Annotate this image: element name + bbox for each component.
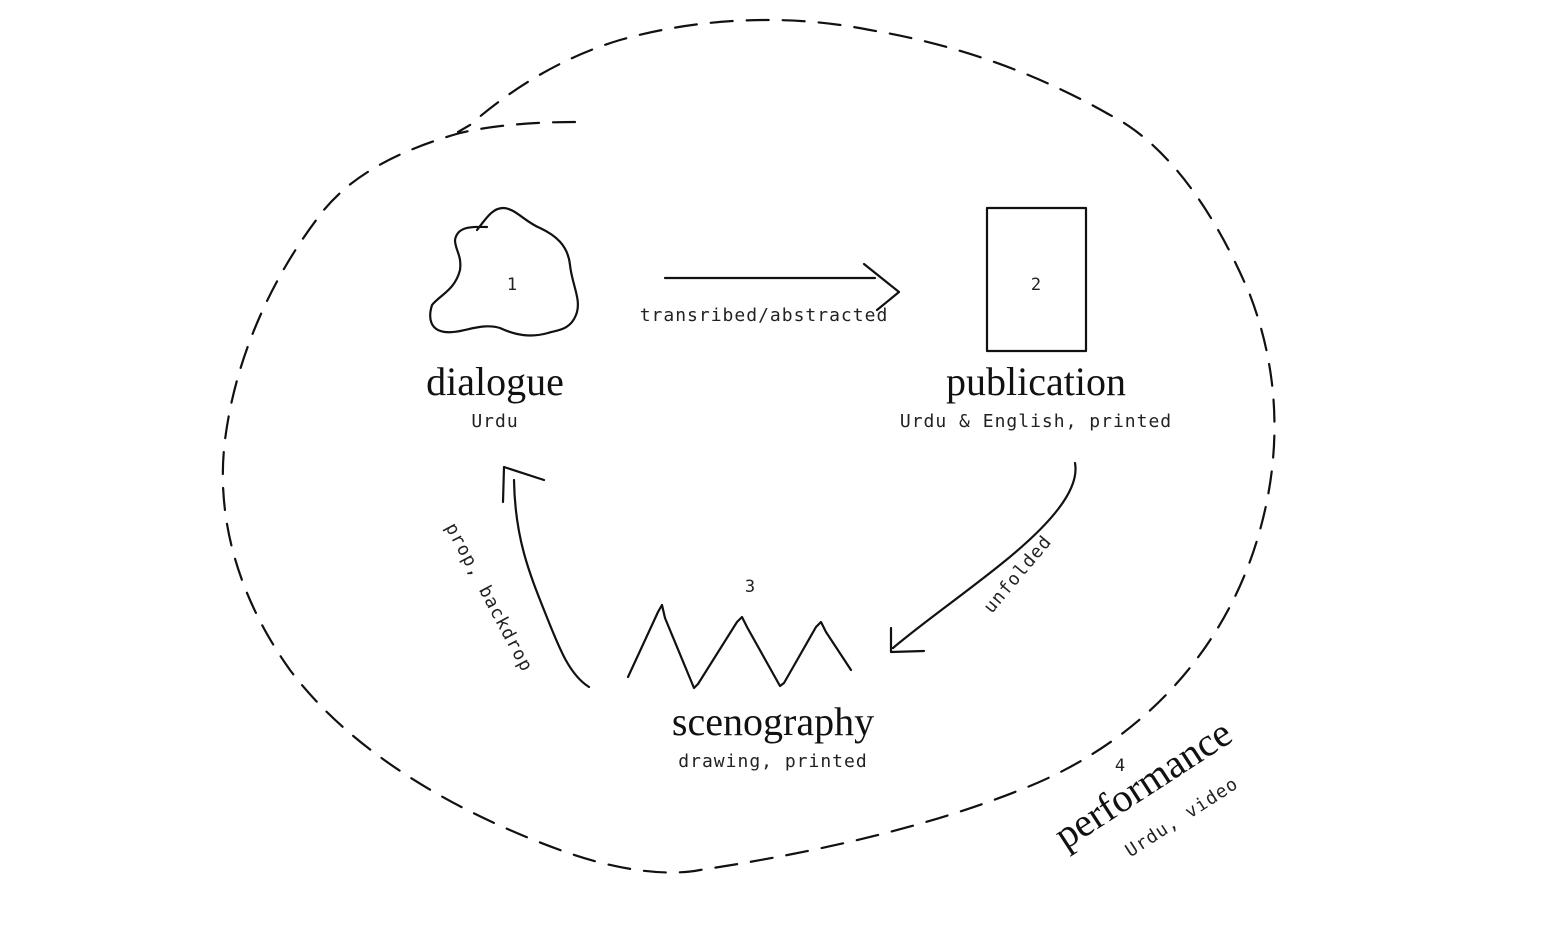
edge-label-scenography-to-dialogue: prop, backdrop bbox=[441, 519, 537, 675]
scenography-subtitle: drawing, printed bbox=[678, 751, 867, 772]
dialogue-blob-shape bbox=[429, 206, 579, 337]
dialogue-number: 1 bbox=[507, 275, 517, 295]
performance-number: 4 bbox=[1115, 756, 1125, 776]
publication-title: publication bbox=[946, 359, 1126, 404]
arrow-publication-to-scenography bbox=[889, 461, 1077, 654]
edge-label-dialogue-to-publication: transribed/abstracted bbox=[640, 305, 889, 326]
performance-boundary-loop bbox=[221, 18, 1276, 874]
scenography-zigzag-shape bbox=[626, 603, 853, 690]
publication-subtitle: Urdu & English, printed bbox=[900, 411, 1172, 432]
scenography-number: 3 bbox=[745, 577, 755, 597]
publication-page-shape bbox=[985, 206, 1088, 353]
arrow-scenography-to-dialogue bbox=[501, 465, 591, 689]
scenography-title: scenography bbox=[672, 699, 874, 744]
dialogue-subtitle: Urdu bbox=[471, 411, 518, 432]
edge-label-publication-to-scenography: unfolded bbox=[979, 531, 1056, 617]
dialogue-title: dialogue bbox=[426, 359, 564, 404]
arrow-dialogue-to-publication bbox=[663, 262, 901, 312]
publication-number: 2 bbox=[1031, 275, 1041, 295]
